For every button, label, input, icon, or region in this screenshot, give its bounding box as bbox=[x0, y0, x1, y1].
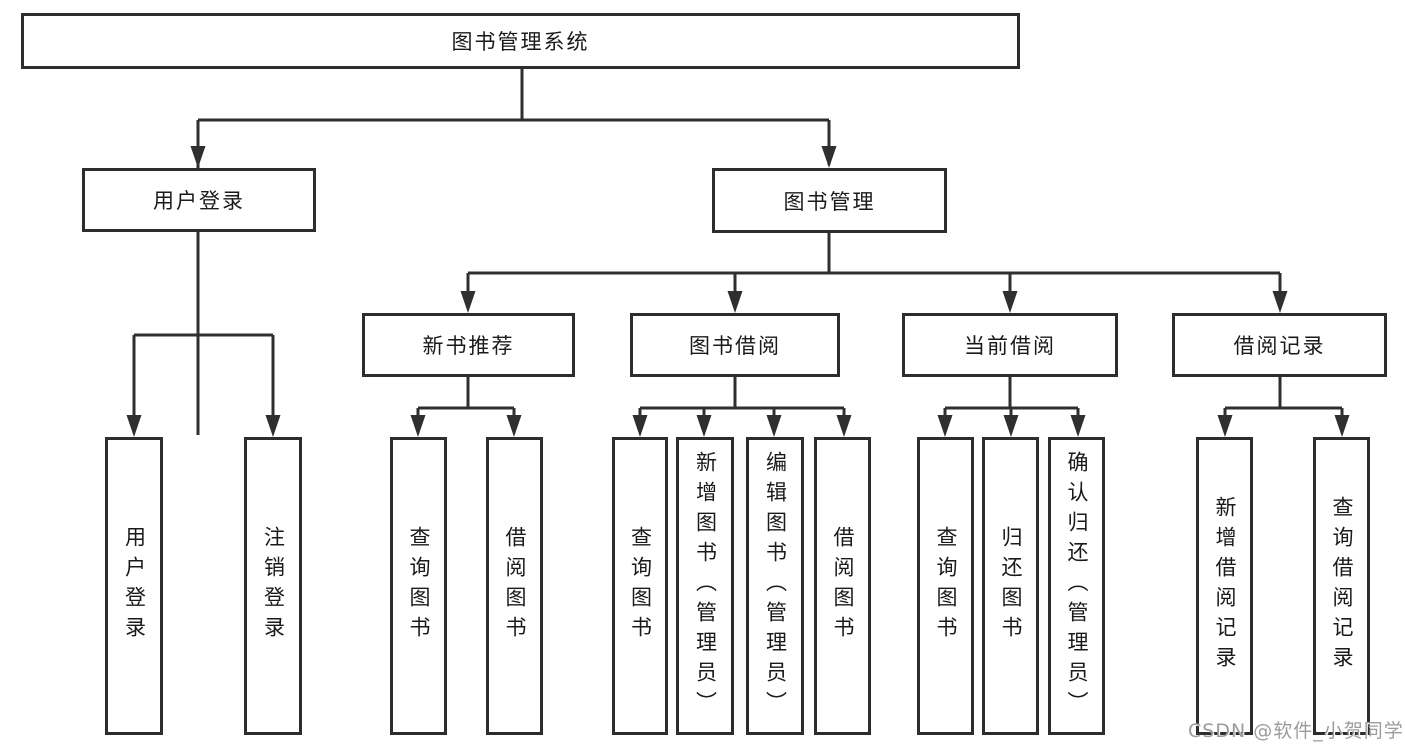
arrowhead bbox=[1070, 415, 1086, 437]
leaf-label: 新增图书（管理员） bbox=[693, 451, 718, 721]
leaf-return-books: 归还图书 bbox=[982, 437, 1039, 735]
arrowhead bbox=[126, 415, 142, 437]
leaf-label: 查询图书 bbox=[407, 526, 431, 646]
arrowhead bbox=[265, 415, 281, 437]
leaf-user-login: 用户登录 bbox=[105, 437, 163, 735]
node-label: 图书借阅 bbox=[689, 334, 781, 358]
leaf-label: 查询图书 bbox=[628, 526, 653, 646]
leaf-query-borrow-record: 查询借阅记录 bbox=[1313, 437, 1370, 735]
node-current-borrow: 当前借阅 bbox=[902, 313, 1118, 377]
connector-records-branch bbox=[1223, 377, 1344, 432]
leaf-add-borrow-record: 新增借阅记录 bbox=[1196, 437, 1253, 735]
arrowhead bbox=[1334, 415, 1350, 437]
arrowhead bbox=[937, 415, 953, 437]
leaf-label: 编辑图书（管理员） bbox=[763, 451, 788, 721]
connector-strokes bbox=[132, 69, 1344, 435]
leaf-label: 新增借阅记录 bbox=[1213, 496, 1237, 676]
node-label: 图书管理 bbox=[783, 189, 876, 214]
connector-root-to-level2 bbox=[196, 69, 831, 435]
connector-recommend-branch bbox=[416, 377, 516, 432]
leaf-add-book-admin: 新增图书（管理员） bbox=[676, 437, 734, 735]
arrowhead bbox=[506, 415, 522, 437]
arrowheads bbox=[126, 146, 1350, 437]
leaf-query-books-current: 查询图书 bbox=[917, 437, 974, 735]
arrowhead bbox=[190, 146, 206, 168]
arrowhead bbox=[696, 415, 712, 437]
node-label: 用户登录 bbox=[153, 189, 245, 213]
leaf-confirm-return-admin: 确认归还（管理员） bbox=[1048, 437, 1105, 735]
node-label: 借阅记录 bbox=[1233, 334, 1326, 358]
node-borrow-records: 借阅记录 bbox=[1172, 313, 1387, 377]
leaf-borrow-books-recommend: 借阅图书 bbox=[486, 437, 543, 735]
arrowhead bbox=[836, 415, 852, 437]
leaf-query-books-recommend: 查询图书 bbox=[390, 437, 447, 735]
node-label: 当前借阅 bbox=[964, 334, 1056, 358]
node-label: 图书管理系统 bbox=[451, 30, 590, 54]
arrowhead bbox=[410, 415, 426, 437]
arrowhead bbox=[1217, 415, 1233, 437]
connector-root-to-level2-shafts bbox=[196, 120, 831, 163]
leaf-label: 借阅图书 bbox=[831, 526, 855, 646]
node-book-management: 图书管理 bbox=[712, 168, 947, 233]
leaf-label: 注销登录 bbox=[261, 526, 286, 646]
arrowhead bbox=[727, 291, 743, 313]
leaf-label: 归还图书 bbox=[999, 526, 1023, 646]
watermark: CSDN @软件_小贺同学 bbox=[1188, 720, 1404, 742]
leaf-label: 查询借阅记录 bbox=[1330, 496, 1354, 676]
connector-mgmt-branch bbox=[466, 233, 1282, 308]
arrowhead bbox=[821, 146, 837, 168]
arrowhead bbox=[632, 415, 648, 437]
node-label: 新书推荐 bbox=[422, 334, 515, 358]
arrowhead bbox=[1272, 291, 1288, 313]
connector-borrow-branch bbox=[638, 377, 846, 432]
leaf-query-books-borrow: 查询图书 bbox=[612, 437, 668, 735]
leaf-edit-book-admin: 编辑图书（管理员） bbox=[746, 437, 804, 735]
connector-login-branch bbox=[132, 232, 275, 432]
leaf-label: 确认归还（管理员） bbox=[1065, 451, 1089, 721]
leaf-label: 借阅图书 bbox=[503, 526, 527, 646]
node-book-borrow: 图书借阅 bbox=[630, 313, 840, 377]
arrowhead bbox=[460, 291, 476, 313]
leaf-logout: 注销登录 bbox=[244, 437, 302, 735]
arrowhead bbox=[1002, 291, 1018, 313]
node-new-book-recommend: 新书推荐 bbox=[362, 313, 575, 377]
leaf-borrow-books-borrow: 借阅图书 bbox=[814, 437, 871, 735]
leaf-label: 查询图书 bbox=[934, 526, 958, 646]
node-user-login: 用户登录 bbox=[82, 168, 316, 232]
node-library-management-system: 图书管理系统 bbox=[21, 13, 1020, 69]
arrowhead bbox=[1003, 415, 1019, 437]
leaf-label: 用户登录 bbox=[122, 526, 147, 646]
arrowhead bbox=[766, 415, 782, 437]
